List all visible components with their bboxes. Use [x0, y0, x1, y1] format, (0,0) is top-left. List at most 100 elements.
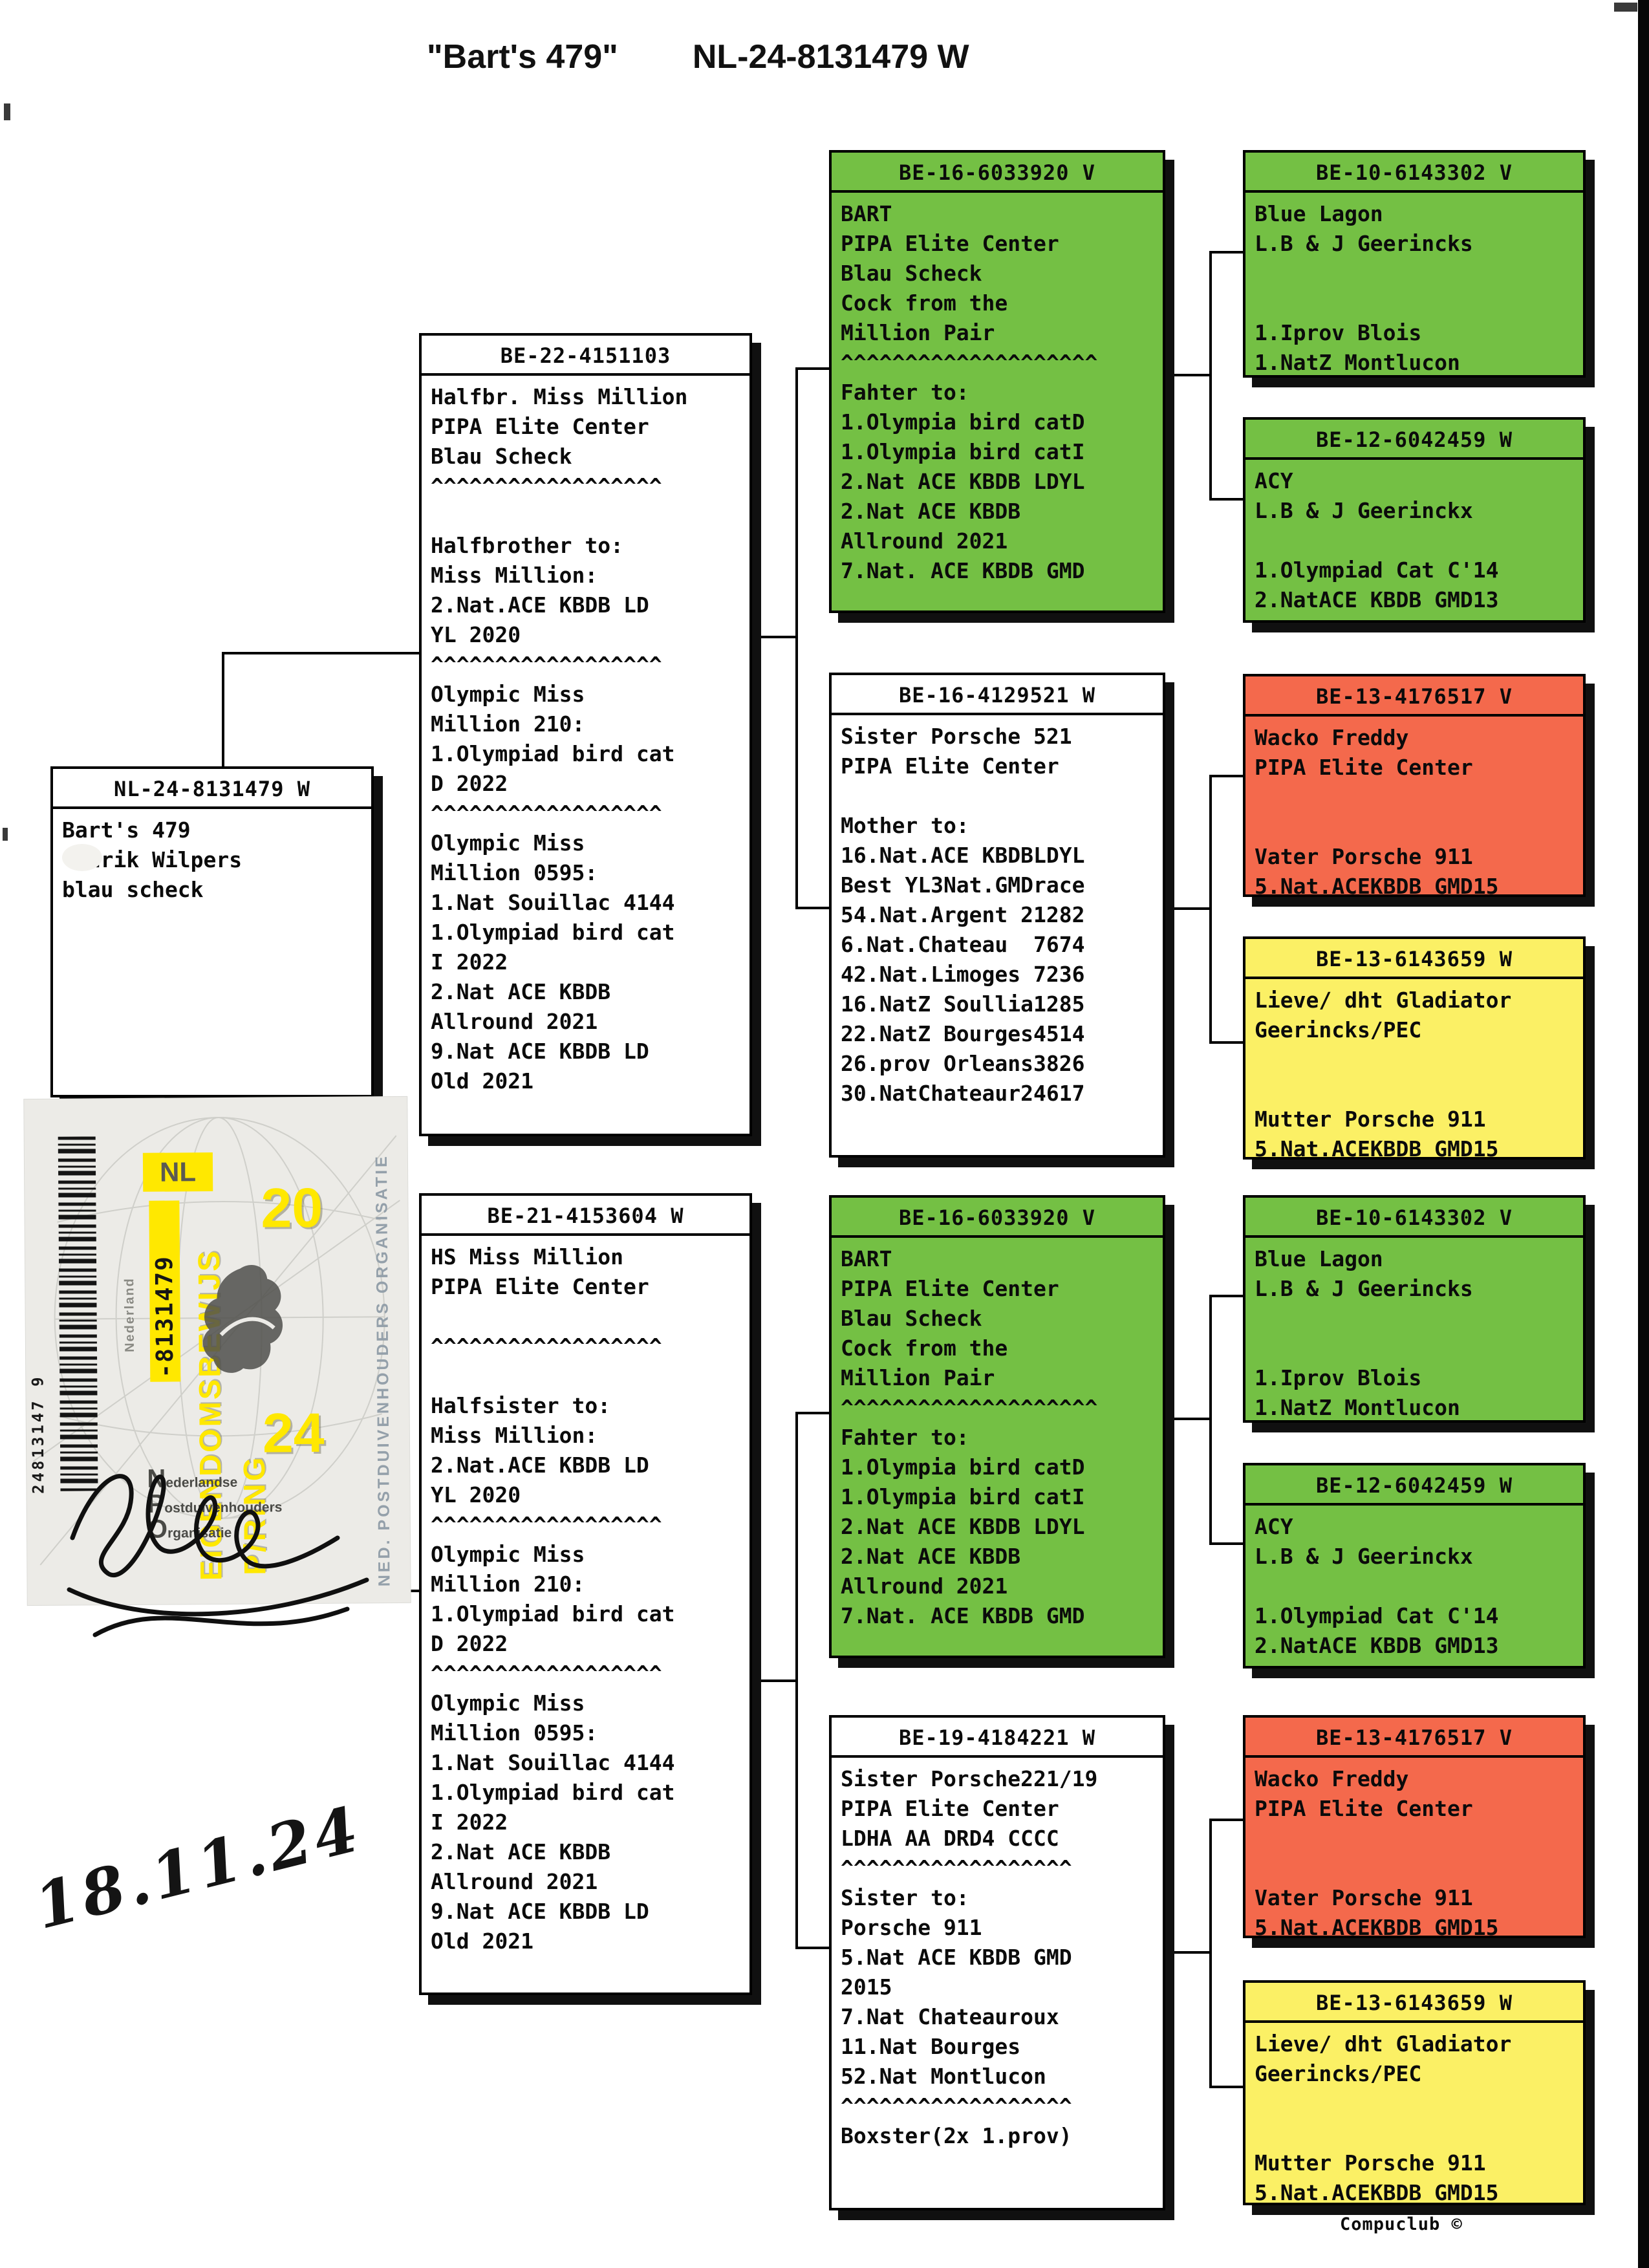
text-line: Olympic Miss: [431, 682, 585, 707]
text-line: 1.NatZ Montlucon: [1255, 1395, 1460, 1420]
text-line: Olympic Miss: [431, 830, 585, 856]
year-top: 20: [261, 1176, 323, 1240]
text-line: [431, 1302, 744, 1332]
text-line: [1255, 1334, 1578, 1363]
connector-line: [1209, 251, 1212, 501]
text-line: Halfsister to:: [431, 1393, 611, 1418]
connector-line: [222, 652, 224, 769]
text-line: Fahter to:: [841, 1425, 969, 1450]
text-line: 30.NatChateaur24617: [841, 1081, 1085, 1106]
text-line: Allround 2021: [431, 1009, 598, 1034]
text-line: [1255, 2089, 1578, 2119]
text-line: HS Miss Million: [431, 1244, 624, 1269]
connector-line: [1209, 251, 1243, 254]
text-line: 2.Nat ACE KBDB: [431, 1839, 611, 1864]
text-line: Million 0595:: [431, 860, 598, 885]
country-name: Nederland: [122, 1277, 138, 1353]
text-line: [1255, 1045, 1578, 1075]
text-line: 6.Nat.Chateau 7674: [841, 932, 1085, 957]
text-line: Porsche 911: [841, 1915, 982, 1940]
text-line: [1255, 783, 1578, 812]
barcode: [58, 1136, 98, 1491]
text-line: Wacko Freddy: [1255, 725, 1409, 750]
whiteout-smudge: [62, 844, 102, 871]
connector-line: [795, 367, 829, 370]
compuclub-credit: Compuclub ©: [1340, 2214, 1463, 2234]
title-ring-number: NL-24-8131479 W: [692, 38, 969, 76]
text-line: 1.Olympia bird catI: [841, 1484, 1085, 1509]
scan-artifact-right-edge: [1638, 0, 1649, 2268]
box-grandsire-ring: BE-16-6033920 V: [832, 1198, 1163, 1238]
text-line: 1.Iprov Blois: [1255, 320, 1422, 345]
text-line: [841, 781, 1158, 811]
text-line: 1.Nat Souillac 4144: [431, 890, 675, 915]
text-line: [1255, 1571, 1578, 1601]
text-line: 1.Olympiad bird cat: [431, 1601, 675, 1626]
text-line: L.B & J Geerinckx: [1255, 1544, 1473, 1569]
connector-line: [1209, 1542, 1243, 1545]
text-line: Blue Lagon: [1255, 1246, 1383, 1271]
text-line: ^^^^^^^^^^^^^^^^^^: [431, 1661, 662, 1686]
text-line: ^^^^^^^^^^^^^^^^^^: [431, 473, 662, 499]
text-line: 1.Olympia bird catD: [841, 1454, 1085, 1480]
page-title: "Bart's 479" NL-24-8131479 W: [427, 38, 969, 76]
text-line: 1.Olympiad bird cat: [431, 741, 675, 766]
handwritten-date: 18.11.24: [27, 1791, 369, 1943]
box-subject-ring: NL-24-8131479 W: [53, 769, 371, 809]
text-line: Sister to:: [841, 1885, 969, 1910]
scan-speck: [1614, 3, 1637, 12]
text-line: 7.Nat. ACE KBDB GMD: [841, 1603, 1085, 1628]
text-line: 11.Nat Bourges: [841, 2034, 1021, 2059]
text-line: 2.NatACE KBDB GMD13: [1255, 587, 1499, 612]
box-ggp-ring: BE-13-4176517 V: [1245, 676, 1583, 717]
text-line: L.B & J Geerincks: [1255, 231, 1473, 256]
connector-line: [1209, 775, 1212, 1044]
text-line: ^^^^^^^^^^^^^^^^^^: [431, 1334, 662, 1359]
text-line: 5.Nat ACE KBDB GMD: [841, 1945, 1072, 1970]
text-line: Allround 2021: [841, 1573, 1008, 1599]
text-line: D 2022: [431, 771, 508, 796]
box-ggp-ring: BE-10-6143302 V: [1245, 153, 1583, 193]
connector-line: [795, 1412, 829, 1414]
box-ggp-ring: BE-13-4176517 V: [1245, 1718, 1583, 1758]
box-sire-ring: BE-22-4151103: [422, 336, 749, 376]
text-line: PIPA Elite Center: [1255, 755, 1473, 780]
text-line: Cock from the: [841, 290, 1008, 316]
text-line: [1255, 1824, 1578, 1853]
text-line: D 2022: [431, 1631, 508, 1656]
text-line: 26.prov Orleans3826: [841, 1051, 1085, 1076]
connector-line: [1165, 1418, 1211, 1420]
text-line: ^^^^^^^^^^^^^^^^^^: [841, 2093, 1072, 2119]
text-line: Fahter to:: [841, 380, 969, 405]
text-line: Old 2021: [431, 1928, 534, 1954]
text-line: Million Pair: [841, 320, 995, 345]
text-line: 1.Olympia bird catD: [841, 409, 1085, 435]
barcode-number: 24813147 9: [28, 1374, 48, 1495]
connector-line: [1209, 2086, 1243, 2088]
text-line: Geerincks/PEC: [1255, 1017, 1422, 1042]
text-line: PIPA Elite Center: [1255, 1796, 1473, 1821]
text-line: 9.Nat ACE KBDB LD: [431, 1899, 649, 1924]
connector-line: [1209, 1295, 1212, 1545]
text-line: drik Wilpers: [62, 847, 242, 872]
text-line: LDHA AA DRD4 CCCC: [841, 1826, 1059, 1851]
text-line: I 2022: [431, 949, 508, 975]
connector-line: [1209, 1041, 1243, 1044]
text-line: Halfbr. Miss Million: [431, 384, 688, 409]
text-line: Mutter Porsche 911: [1255, 2150, 1486, 2176]
text-line: L.B & J Geerincks: [1255, 1276, 1473, 1301]
